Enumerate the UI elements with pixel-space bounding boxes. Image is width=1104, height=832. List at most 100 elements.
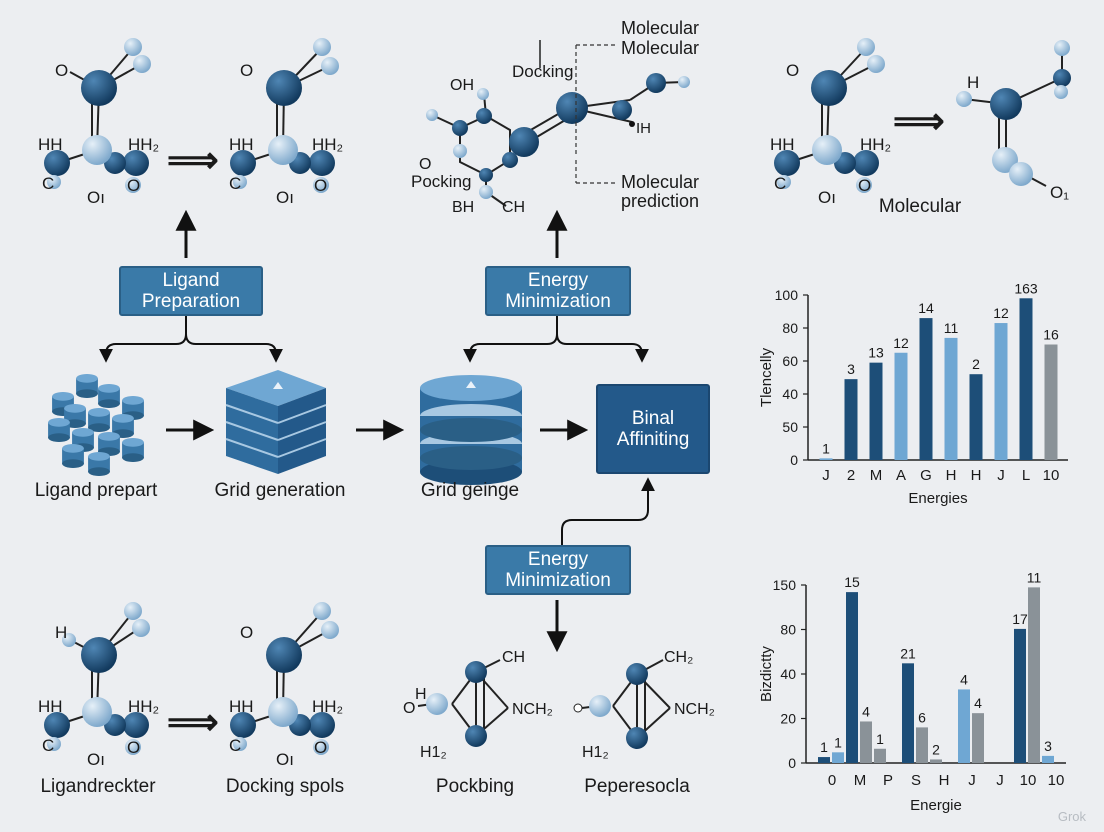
bar bbox=[1042, 755, 1054, 763]
atom bbox=[266, 70, 302, 106]
bar bbox=[874, 748, 886, 763]
bar bbox=[994, 323, 1008, 460]
x-tick-label: M bbox=[870, 467, 883, 484]
x-tick-label: 0 bbox=[828, 772, 836, 789]
bar-value-label: 1 bbox=[834, 734, 842, 750]
atom-label: OH bbox=[450, 77, 474, 94]
molecule-6: O HH HH₂ C O Oı bbox=[229, 602, 343, 769]
atom bbox=[479, 168, 493, 182]
atom-label: C bbox=[229, 174, 241, 193]
atom bbox=[853, 150, 879, 176]
atom bbox=[313, 602, 331, 620]
atom bbox=[465, 725, 487, 747]
atom bbox=[44, 150, 70, 176]
atom-label: Oı bbox=[276, 750, 294, 769]
x-tick-label: H bbox=[939, 772, 950, 789]
atom-label: H1₂ bbox=[582, 744, 609, 761]
atom bbox=[589, 695, 611, 717]
atom bbox=[1053, 69, 1071, 87]
y-tick-label: 60 bbox=[782, 353, 798, 369]
atom-label: O bbox=[403, 700, 415, 717]
x-tick-label: J bbox=[822, 467, 830, 484]
x-tick-label: M bbox=[854, 772, 867, 789]
atom bbox=[233, 175, 247, 189]
atom bbox=[812, 135, 842, 165]
bar-value-label: 11 bbox=[944, 320, 959, 336]
atom bbox=[678, 76, 690, 88]
bar-value-label: 6 bbox=[918, 709, 926, 725]
caption-grid-geinge: Grid geinge bbox=[420, 480, 520, 501]
atom bbox=[125, 739, 141, 755]
atom-label: H1₂ bbox=[420, 744, 447, 761]
atom bbox=[426, 693, 448, 715]
atom-label: NCH₂ bbox=[512, 701, 553, 718]
atom bbox=[230, 150, 256, 176]
atom bbox=[476, 108, 492, 124]
atom-label: HH bbox=[770, 135, 795, 154]
caption-ligandreckter: Ligandreckter bbox=[40, 776, 156, 797]
atom bbox=[268, 697, 298, 727]
x-tick-label: H bbox=[946, 467, 957, 484]
y-tick-label: 80 bbox=[782, 320, 798, 336]
double-arrow-icon: ⟹ bbox=[167, 139, 219, 180]
bar bbox=[969, 374, 983, 460]
bar-value-label: 1 bbox=[876, 731, 884, 747]
atom-label: Oı bbox=[818, 188, 836, 207]
molecule-3: O HH HH₂ C O Oı bbox=[770, 38, 891, 207]
atom bbox=[509, 127, 539, 157]
bar-value-label: 21 bbox=[900, 645, 916, 661]
atom-label: HH₂ bbox=[312, 135, 343, 154]
atom bbox=[956, 91, 972, 107]
atom bbox=[774, 150, 800, 176]
atom bbox=[81, 637, 117, 673]
grid-stack-icon bbox=[225, 370, 327, 474]
x-tick-label: J bbox=[968, 772, 976, 789]
atom bbox=[309, 712, 335, 738]
y-tick-label: 40 bbox=[780, 666, 796, 682]
bar bbox=[894, 352, 908, 460]
bar-value-label: 15 bbox=[844, 574, 860, 590]
atom-label: O bbox=[314, 738, 327, 757]
y-tick-label: 20 bbox=[780, 711, 796, 727]
atom bbox=[313, 177, 329, 193]
atom-label: Oı bbox=[87, 188, 105, 207]
x-tick-label: P bbox=[883, 772, 893, 789]
atom bbox=[777, 175, 791, 189]
atom bbox=[426, 109, 438, 121]
bar bbox=[930, 759, 942, 763]
atom bbox=[313, 739, 329, 755]
bar-value-label: 12 bbox=[893, 335, 909, 351]
bar bbox=[819, 458, 833, 460]
atom bbox=[313, 38, 331, 56]
atom bbox=[125, 177, 141, 193]
atom bbox=[124, 38, 142, 56]
bar bbox=[832, 752, 844, 763]
atom bbox=[867, 55, 885, 73]
atom bbox=[230, 712, 256, 738]
atom bbox=[1054, 40, 1070, 56]
atom bbox=[990, 88, 1022, 120]
molecule-4: H O₁ bbox=[956, 40, 1071, 202]
atom bbox=[321, 57, 339, 75]
atom-label: HH₂ bbox=[312, 697, 343, 716]
atom-label: H bbox=[415, 686, 427, 703]
atom bbox=[268, 135, 298, 165]
atom-label: CH₂ bbox=[664, 649, 693, 666]
atom bbox=[1009, 162, 1033, 186]
x-tick-label: 10 bbox=[1043, 467, 1060, 484]
y-tick-label: 150 bbox=[773, 577, 797, 593]
x-tick-label: 2 bbox=[847, 467, 855, 484]
atom-label: HH₂ bbox=[860, 135, 891, 154]
atom-label: CH bbox=[502, 649, 525, 666]
atom bbox=[266, 637, 302, 673]
atom-label: NCH₂ bbox=[674, 701, 715, 718]
atom-label: HH bbox=[229, 697, 254, 716]
bar bbox=[916, 727, 928, 763]
atom-label: H bbox=[55, 623, 67, 642]
bar-value-label: 2 bbox=[932, 741, 940, 757]
x-tick-label: 10 bbox=[1020, 772, 1037, 789]
atom bbox=[556, 92, 588, 124]
callout-molecular: Molecular bbox=[621, 172, 699, 192]
